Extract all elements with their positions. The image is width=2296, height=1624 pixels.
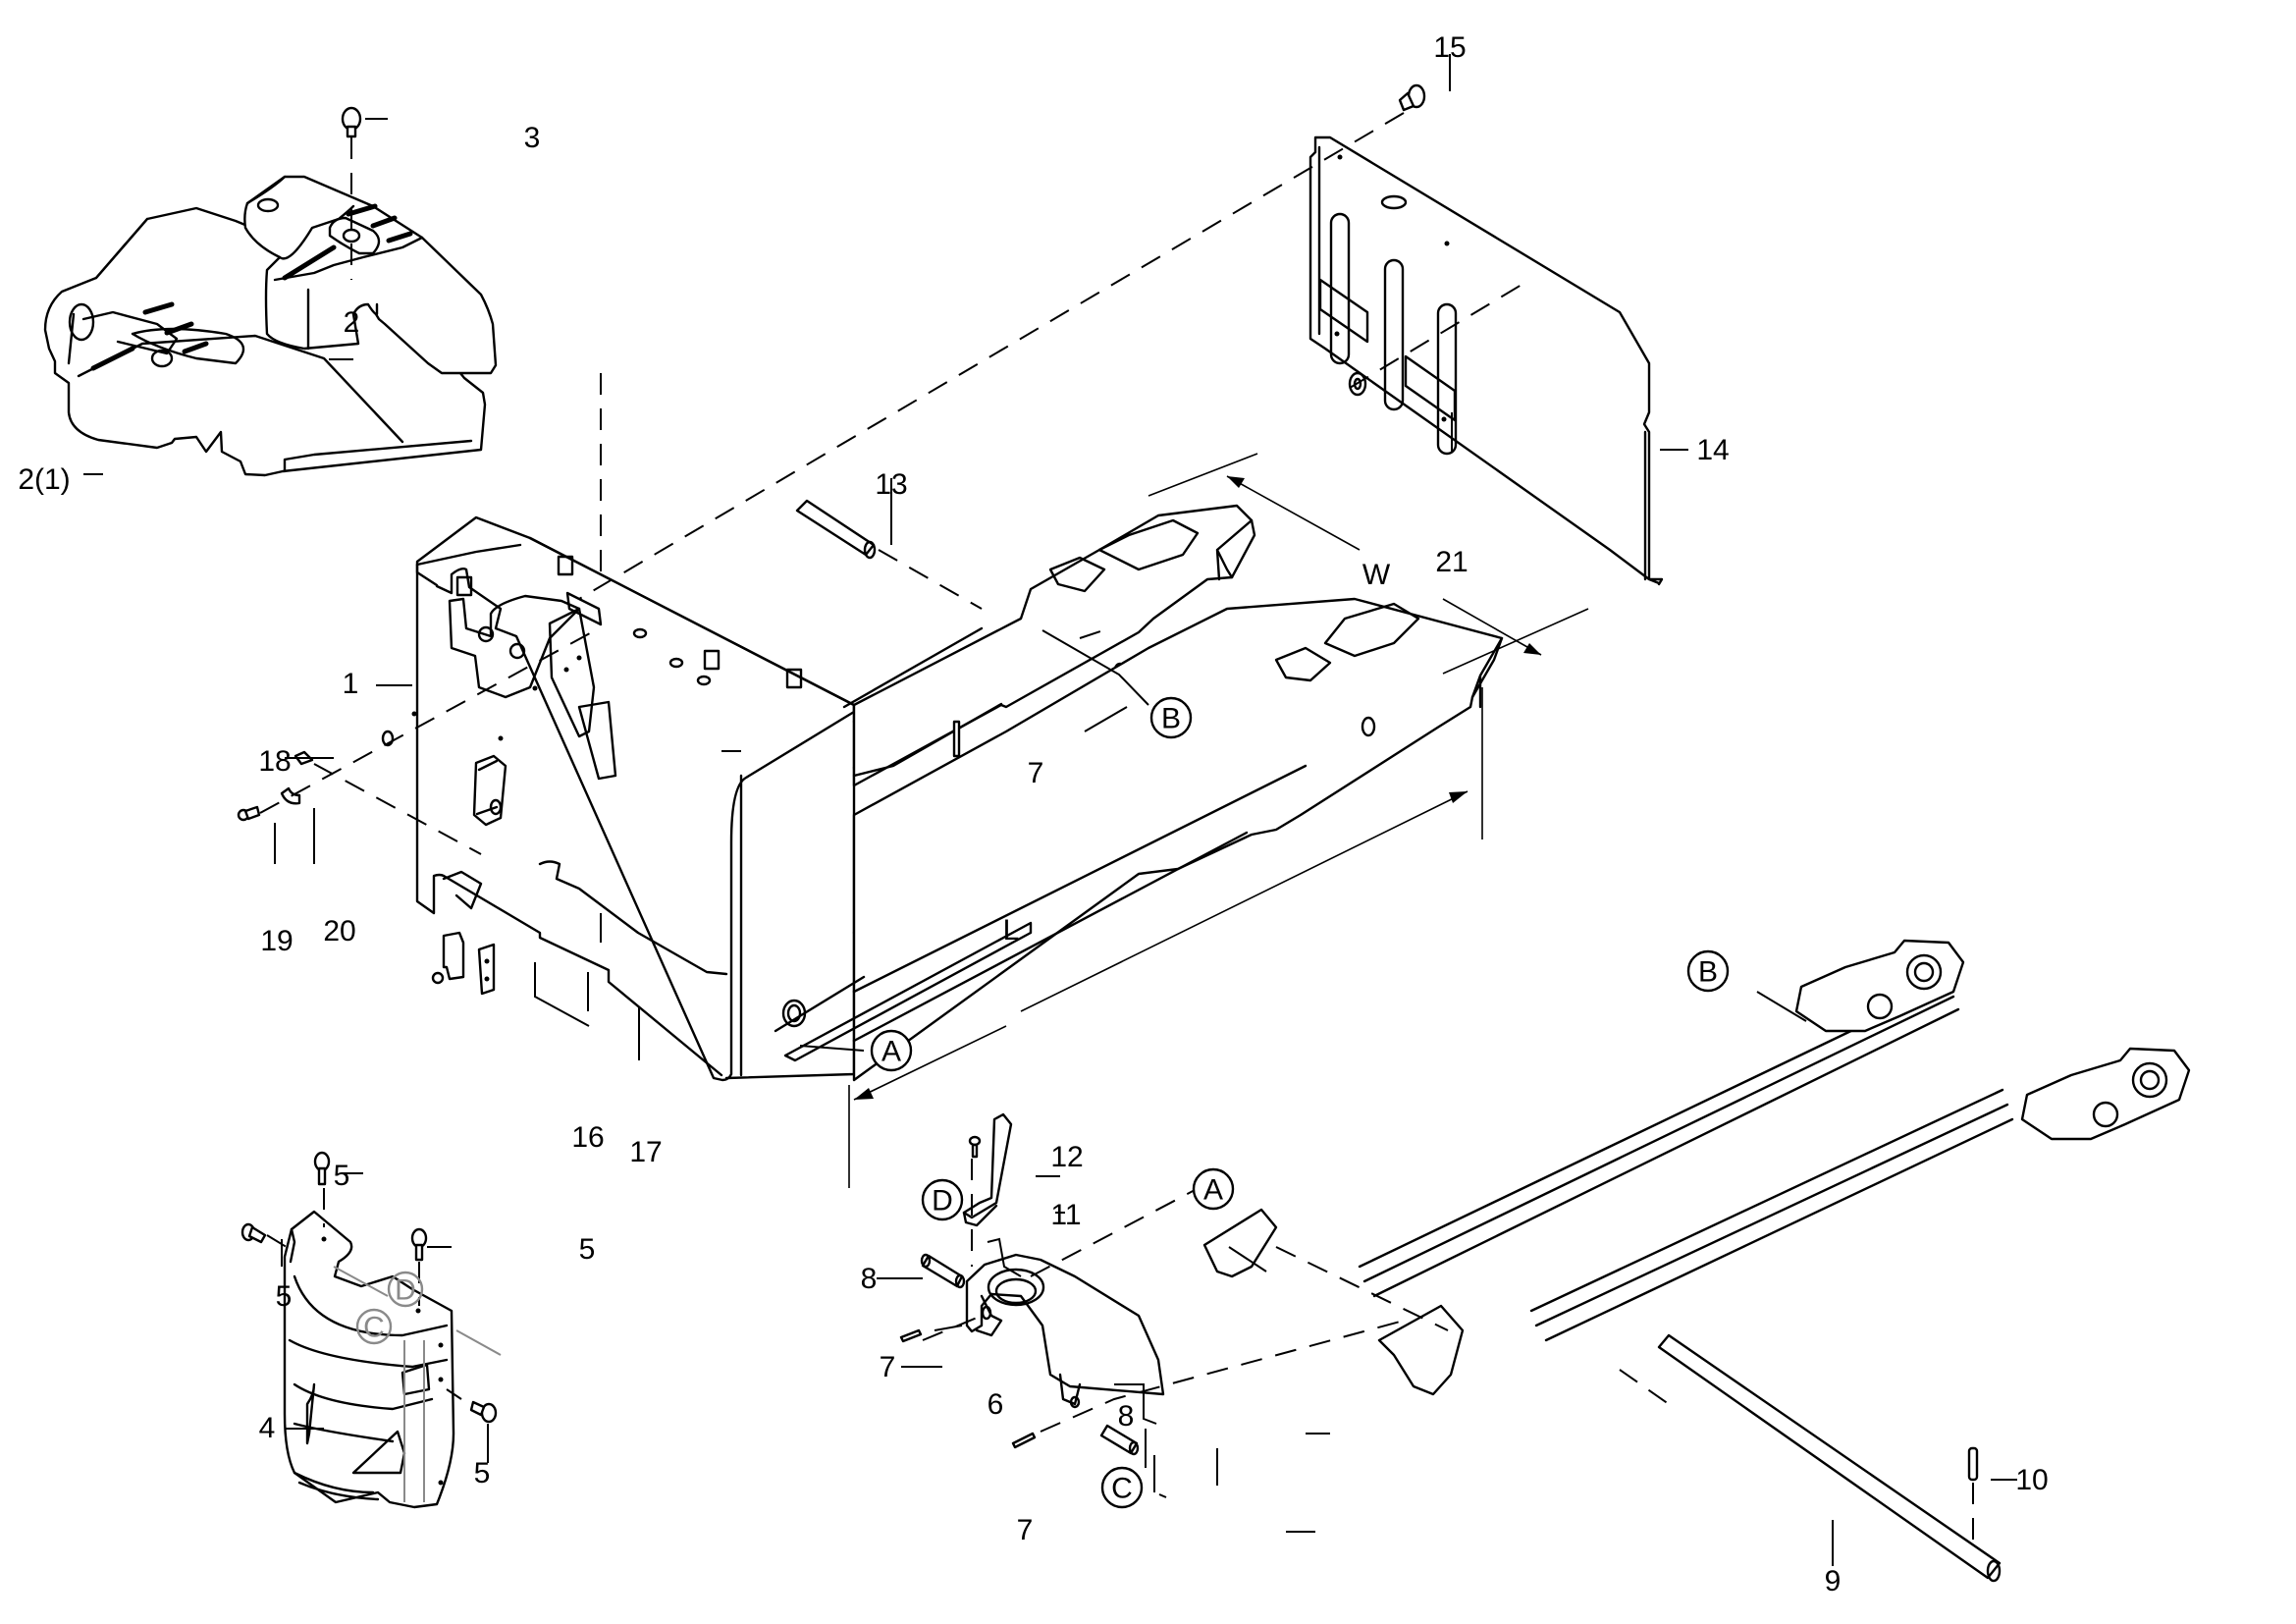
cover-part-2 [243, 175, 498, 375]
plate-part-14 [1308, 135, 1664, 586]
label-part-2-1: 2(1) [18, 463, 70, 496]
assembly-lines [259, 112, 1974, 1551]
svg-text:A: A [1203, 1174, 1223, 1207]
bolt-part-19 [237, 805, 261, 822]
bolt-part-5-right [469, 1400, 498, 1424]
label-part-21: 21 [1435, 546, 1468, 578]
svg-text:B: B [1698, 956, 1718, 989]
dimension-label-w: W [1362, 559, 1391, 591]
label-part-3: 3 [524, 122, 541, 154]
dimension-width: W [1148, 453, 1589, 675]
leader-lines [83, 54, 2017, 1566]
bolt-part-15 [1398, 83, 1426, 112]
label-part-2: 2 [344, 306, 360, 339]
label-part-7-arm-left: 7 [880, 1351, 896, 1383]
fork-front [774, 597, 1504, 1082]
label-part-14: 14 [1696, 434, 1729, 466]
callout-c-cover: C [355, 1308, 393, 1345]
callout-a-link: A [1192, 1167, 1235, 1211]
label-part-15: 15 [1433, 31, 1466, 64]
label-part-7-arm-right: 7 [1017, 1514, 1034, 1546]
callout-d-arm: D [921, 1178, 964, 1221]
label-part-5-right: 5 [474, 1457, 491, 1489]
screw-part-12 [968, 1135, 982, 1159]
label-part-9: 9 [1825, 1565, 1842, 1597]
callout-b-roller: B [1686, 949, 1730, 993]
label-part-17: 17 [629, 1136, 662, 1168]
dimension-label-l: L [1003, 914, 1020, 947]
label-part-18: 18 [258, 745, 291, 778]
label-part-19: 19 [260, 925, 293, 957]
label-part-6: 6 [988, 1388, 1004, 1421]
svg-text:D: D [395, 1274, 416, 1307]
bolt-part-3 [341, 106, 362, 138]
callout-d-cover: D [387, 1271, 424, 1308]
linkage-assembly [1202, 939, 2191, 1396]
label-part-11: 11 [1050, 1199, 1081, 1231]
label-part-8-right: 8 [1118, 1400, 1135, 1433]
cover-part-2-1 [43, 206, 487, 477]
switch-part-16 [431, 931, 465, 985]
label-part-13: 13 [875, 468, 907, 501]
callout-c-arm: C [1100, 1466, 1144, 1509]
pin-part-13 [795, 499, 877, 560]
svg-text:D: D [932, 1185, 953, 1218]
frame-part-1 [381, 515, 984, 1082]
pin-part-8-right [1099, 1424, 1140, 1456]
plate-part-17 [477, 943, 496, 996]
svg-text:B: B [1161, 703, 1181, 735]
svg-text:C: C [1111, 1473, 1133, 1505]
label-part-8-left: 8 [861, 1263, 878, 1295]
label-part-1: 1 [343, 668, 359, 700]
label-part-7-fork: 7 [1028, 757, 1044, 789]
bracket-part-11 [962, 1112, 1013, 1227]
bolt-part-5-mid [410, 1227, 428, 1262]
label-part-16: 16 [571, 1121, 604, 1154]
pin-part-10 [1967, 1446, 1979, 1482]
svg-text:C: C [363, 1312, 385, 1344]
arm-part-6 [965, 1253, 1165, 1409]
label-part-12: 12 [1050, 1141, 1083, 1173]
bolt-part-5-left [240, 1222, 267, 1244]
cover-part-4 [283, 1210, 455, 1509]
callout-b-fork: B [1149, 696, 1193, 739]
label-part-20: 20 [323, 915, 355, 947]
label-part-5-top: 5 [334, 1160, 350, 1192]
dimension-length: L [848, 687, 1483, 1188]
pin-part-7-arm-left [899, 1328, 923, 1343]
svg-text:A: A [881, 1036, 901, 1068]
part-labels: 3 2 2(1) 1 18 19 20 16 17 13 15 14 21 7 … [18, 31, 2048, 1597]
label-part-4: 4 [259, 1412, 276, 1444]
label-part-10: 10 [2015, 1464, 2048, 1496]
bolt-part-5-top [313, 1151, 331, 1186]
pin-part-7-arm-right [1011, 1432, 1037, 1449]
label-part-5-left: 5 [276, 1280, 293, 1313]
rod-part-9 [1657, 1333, 2002, 1583]
callout-a-frame: A [870, 1029, 913, 1072]
clip-part-20 [280, 786, 301, 805]
pin-part-7-fork [952, 720, 961, 758]
label-part-5-mid: 5 [579, 1233, 596, 1266]
fork-rear [852, 504, 1256, 787]
reference-callouts: A B B A D C D C [355, 696, 1730, 1509]
pin-part-8-left [920, 1253, 966, 1289]
